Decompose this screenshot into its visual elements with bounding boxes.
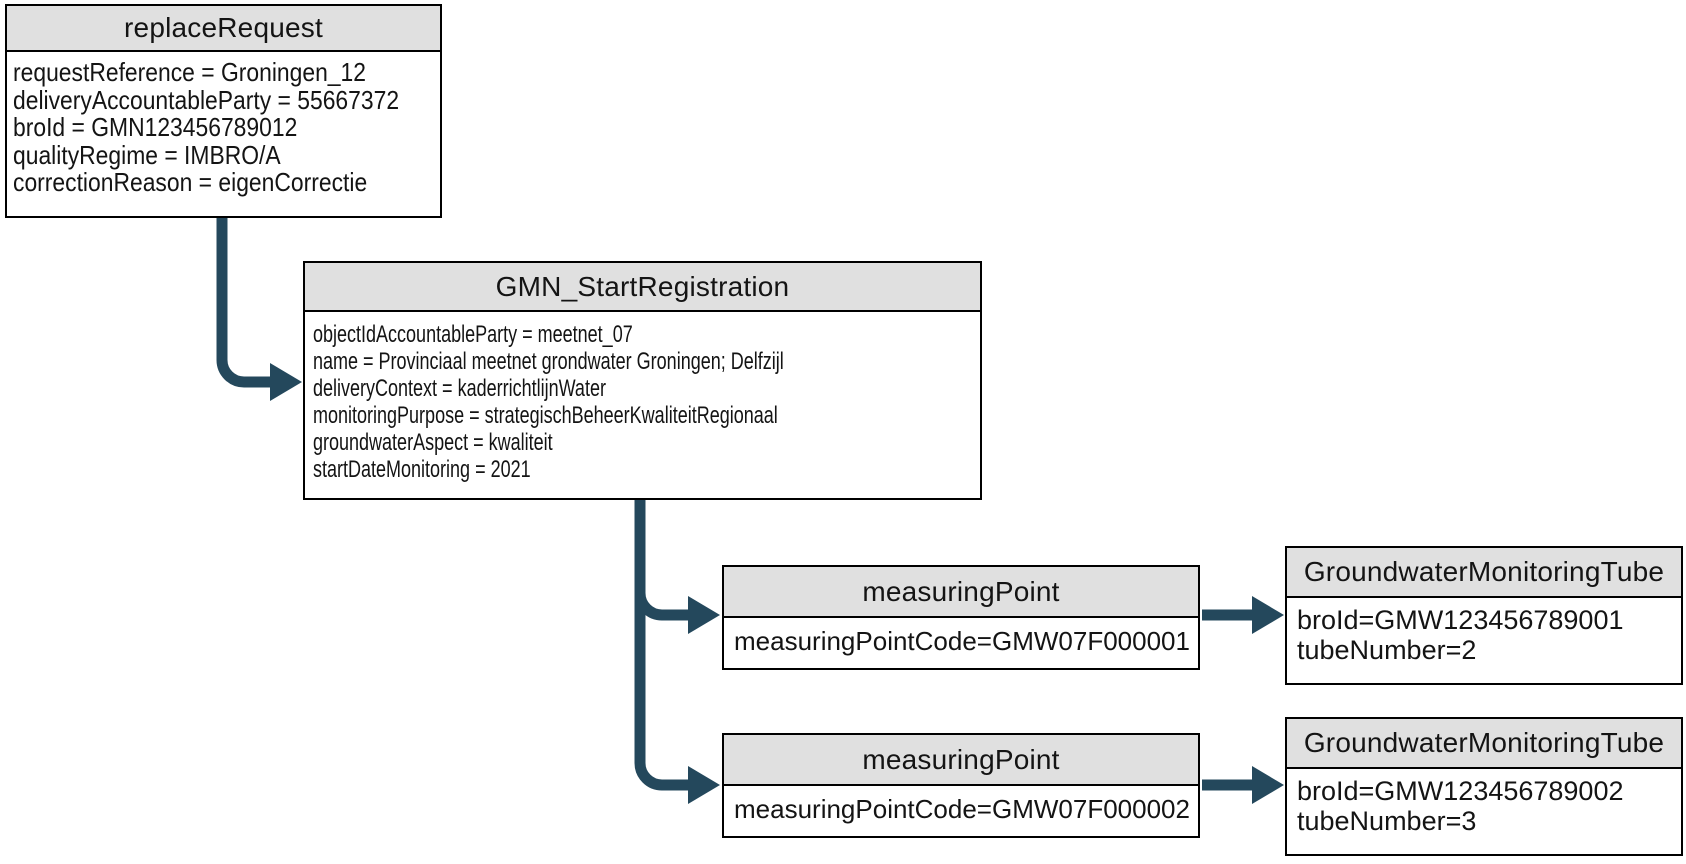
node-title: measuringPoint	[724, 567, 1198, 618]
attribute-line: broId=GMW123456789002	[1297, 776, 1624, 806]
arrowhead-gmn-to-mp1	[688, 596, 720, 634]
node-body: broId=GMW123456789002 tubeNumber=3	[1287, 769, 1681, 836]
arrow-gmn-to-mp2	[634, 593, 688, 791]
attribute-line: tubeNumber=3	[1297, 805, 1477, 836]
attribute-lines: requestReference = Groningen_12 delivery…	[13, 57, 439, 197]
node-body: measuringPointCode=GMW07F000001	[724, 618, 1198, 664]
arrowhead-replace-to-gmn	[270, 363, 302, 401]
attribute-line: deliveryAccountableParty = 55667372	[13, 84, 400, 115]
attribute-line: objectIdAccountableParty = meetnet_07	[313, 321, 633, 348]
node-body: objectIdAccountableParty = meetnet_07 na…	[305, 312, 980, 483]
node-groundwater-monitoring-tube-1: GroundwaterMonitoringTube broId=GMW12345…	[1285, 546, 1683, 685]
attribute-line: measuringPointCode=GMW07F000002	[734, 793, 1190, 824]
arrowhead-mp2-to-tube2	[1252, 766, 1284, 804]
node-title: measuringPoint	[724, 735, 1198, 786]
arrow-gmn-to-mp1	[634, 498, 688, 621]
node-title: GroundwaterMonitoringTube	[1287, 719, 1681, 769]
attribute-line: broId=GMW123456789001	[1297, 605, 1624, 635]
node-gmn-start-registration: GMN_StartRegistration objectIdAccountabl…	[303, 261, 982, 500]
attribute-line: groundwaterAspect = kwaliteit	[313, 429, 553, 456]
attribute-line: startDateMonitoring = 2021	[313, 456, 531, 483]
arrowhead-mp1-to-tube1	[1252, 596, 1284, 634]
arrowhead-gmn-to-mp2	[688, 766, 720, 804]
node-body: requestReference = Groningen_12 delivery…	[7, 52, 440, 197]
node-measuring-point-1: measuringPoint measuringPointCode=GMW07F…	[722, 565, 1200, 670]
node-title: GMN_StartRegistration	[305, 263, 980, 312]
node-title: GroundwaterMonitoringTube	[1287, 548, 1681, 598]
attribute-line: deliveryContext = kaderrichtlijnWater	[313, 375, 606, 402]
attribute-line: broId = GMN123456789012	[13, 112, 298, 142]
node-body: broId=GMW123456789001 tubeNumber=2	[1287, 598, 1681, 665]
attribute-line: tubeNumber=2	[1297, 634, 1477, 665]
node-measuring-point-2: measuringPoint measuringPointCode=GMW07F…	[722, 733, 1200, 838]
attribute-line: requestReference = Groningen_12	[13, 57, 366, 87]
attribute-line: correctionReason = eigenCorrectie	[13, 167, 368, 197]
node-replace-request: replaceRequest requestReference = Gronin…	[5, 4, 442, 218]
arrow-replace-to-gmn	[216, 216, 270, 388]
attribute-line: monitoringPurpose = strategischBeheerKwa…	[313, 402, 778, 429]
node-title: replaceRequest	[7, 6, 440, 52]
attribute-line: name = Provinciaal meetnet grondwater Gr…	[313, 348, 784, 375]
attribute-line: qualityRegime = IMBRO/A	[13, 139, 281, 170]
node-groundwater-monitoring-tube-2: GroundwaterMonitoringTube broId=GMW12345…	[1285, 717, 1683, 856]
attribute-line: measuringPointCode=GMW07F000001	[734, 625, 1190, 656]
attribute-lines: objectIdAccountableParty = meetnet_07 na…	[313, 321, 976, 483]
node-body: measuringPointCode=GMW07F000002	[724, 786, 1198, 832]
